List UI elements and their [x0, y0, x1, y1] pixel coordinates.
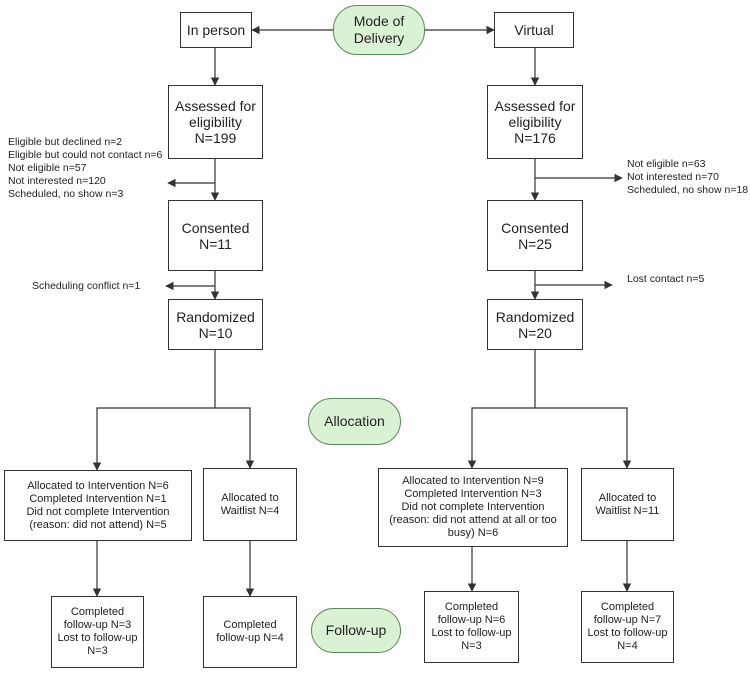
virtual-intervention-box: Allocated to Intervention N=9 Completed … — [378, 468, 568, 547]
lost-contact-note: Lost contact n=5 — [627, 273, 705, 285]
in-person-consented-box: Consented N=11 — [168, 200, 263, 271]
arrow-randomized-to-waitlist-in-person — [215, 407, 255, 469]
in-person-waitlist-followup-box: Completed follow-up N=4 — [203, 596, 297, 668]
virtual-waitlist-box: Allocated to Waitlist N=11 — [581, 468, 674, 541]
in-person-intervention-box: Allocated to Intervention N=6 Completed … — [4, 470, 192, 541]
virtual-waitlist-followup-box: Completed follow-up N=7 Lost to follow-u… — [581, 591, 674, 663]
virtual-assessed-box: Assessed for eligibility N=176 — [487, 85, 583, 159]
virtual-intervention-followup-box: Completed follow-up N=6 Lost to follow-u… — [424, 591, 519, 663]
in-person-exclusions-note: Eligible but declined n=2 Eligible but c… — [8, 136, 163, 200]
in-person-randomized-box: Randomized N=10 — [168, 299, 263, 350]
arrow-randomized-to-waitlist-virtual — [535, 407, 632, 469]
virtual-randomized-box: Randomized N=20 — [487, 299, 583, 350]
in-person-assessed-box: Assessed for eligibility N=199 — [168, 85, 263, 159]
mode-of-delivery-label: Mode of Delivery — [333, 5, 425, 55]
arrow-randomized-to-intervention-in-person — [92, 350, 216, 471]
arrow-randomized-to-intervention-virtual — [467, 350, 536, 469]
follow-up-label: Follow-up — [311, 608, 401, 653]
scheduling-conflict-note: Scheduling conflict n=1 — [32, 280, 141, 292]
in-person-header: In person — [180, 12, 252, 48]
in-person-waitlist-box: Allocated to Waitlist N=4 — [203, 468, 297, 541]
allocation-label: Allocation — [308, 398, 401, 445]
virtual-exclusions-note: Not eligible n=63 Not interested n=70 Sc… — [627, 158, 749, 196]
virtual-consented-box: Consented N=25 — [487, 200, 583, 271]
in-person-intervention-followup-box: Completed follow-up N=3 Lost to follow-u… — [51, 596, 144, 668]
virtual-header: Virtual — [494, 12, 574, 48]
